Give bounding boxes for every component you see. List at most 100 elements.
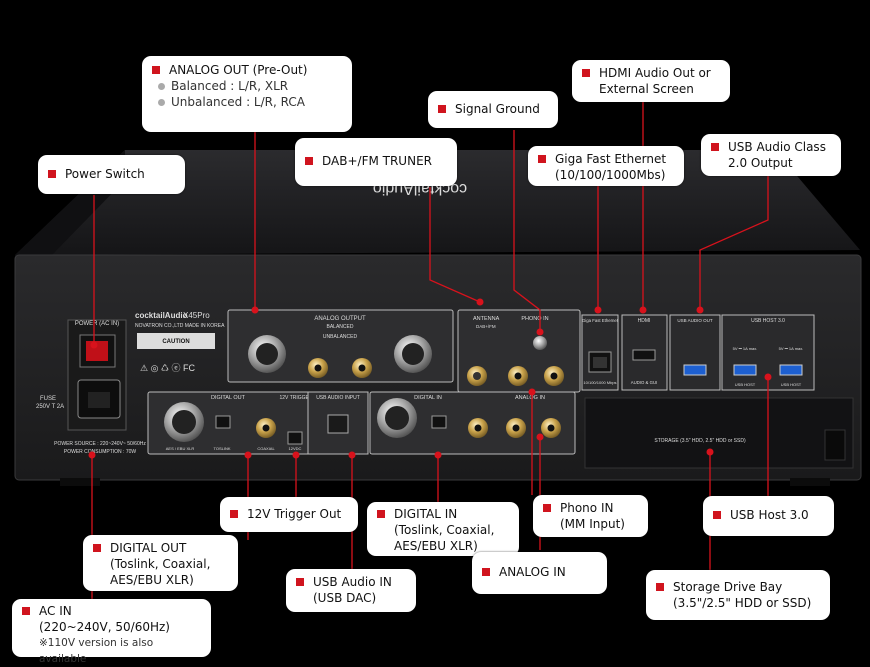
coaxial-small-label: COAXIAL	[257, 446, 275, 451]
analog-in-left-pin	[512, 424, 520, 432]
xlr-out-right-inner	[402, 343, 424, 365]
callout-ac-in: AC IN (220~240V, 50/60Hz) ※110V version is…	[12, 599, 211, 665]
usb-audio-out-port	[683, 364, 707, 376]
bullet-square	[711, 143, 719, 151]
bullet-square	[48, 170, 56, 178]
dab-fm-small-label: DAB+/FM	[476, 324, 496, 329]
callout-ac-in-title: AC IN	[39, 604, 72, 618]
callout-usb-host: USB Host 3.0	[703, 496, 834, 536]
callout-signal-ground-title: Signal Ground	[455, 102, 540, 116]
callout-usb-audio-in-line2: (USB DAC)	[313, 591, 377, 605]
callout-hdmi-line2: External Screen	[599, 82, 694, 96]
callout-storage-title: Storage Drive Bay	[673, 580, 783, 594]
callout-signal-ground: Signal Ground	[428, 91, 558, 128]
signal-ground-post	[533, 336, 547, 350]
phono-left-pin	[514, 372, 522, 380]
callout-storage-line2: (3.5"/2.5" HDD or SSD)	[673, 596, 812, 610]
power-switch-housing	[79, 334, 116, 368]
phono-in-small-label: PHONO IN	[521, 316, 548, 322]
callout-digital-out-title: DIGITAL OUT	[110, 541, 187, 555]
callout-dab-fm-title: DAB+/FM TRUNER	[322, 154, 432, 168]
hdmi-port	[632, 349, 656, 361]
callout-usb-audio-class-title: USB Audio Class	[728, 140, 826, 154]
callout-phono-in-line2: (MM Input)	[560, 517, 625, 531]
aes-small-label: AES / EBU XLR	[166, 446, 195, 451]
antenna-label: ANTENNA	[473, 316, 500, 322]
compliance-marks: ⚠ ◎ ♺ ⓔ FC	[140, 363, 195, 373]
bullet-square	[93, 544, 101, 552]
usb-host-small-label: USB HOST 3.0	[751, 318, 785, 324]
callout-ac-in-line2: (220~240V, 50/60Hz)	[39, 620, 170, 634]
bullet-square	[305, 157, 313, 165]
callout-usb-audio-in-title: USB Audio IN	[313, 575, 392, 589]
usb-host-port-a	[733, 364, 757, 376]
storage-bay	[584, 397, 854, 469]
giga-ethernet-small-label: Giga Fast Ethernet	[582, 318, 619, 323]
analog-output-panel	[227, 309, 454, 383]
callout-ethernet: Giga Fast Ethernet (10/100/1000Mbs)	[528, 146, 684, 186]
bullet-square	[296, 578, 304, 586]
callout-analog-out-line1: Balanced : L/R, XLR	[171, 79, 289, 93]
bullet-square	[656, 583, 664, 591]
digital-out-small-label: DIGITAL OUT	[211, 395, 246, 401]
analog-output-label: ANALOG OUTPUT	[314, 316, 366, 322]
usb-host-b-label: 5V ⎓ 1A max.	[779, 346, 804, 351]
callout-analog-out-title: ANALOG OUT (Pre-Out)	[169, 63, 308, 77]
rca-out-right-pin	[358, 364, 366, 372]
callout-usb-audio-in: USB Audio IN (USB DAC)	[286, 569, 416, 612]
callout-analog-in-title: ANALOG IN	[499, 565, 566, 579]
callout-digital-out: DIGITAL OUT(Toslink, Coaxial,AES/EBU XLR…	[83, 535, 238, 591]
power-consumption-label: POWER CONSUMPTION : 70W	[64, 449, 137, 455]
aes-in-connector-inner	[385, 406, 409, 430]
usb-audio-out-panel	[669, 314, 721, 391]
power-label: POWER (AC IN)	[75, 321, 119, 327]
callout-digital-in: DIGITAL IN(Toslink, Coaxial,AES/EBU XLR)	[367, 502, 519, 556]
toslink-small-label: TOSLINK	[213, 446, 230, 451]
bullet-dot	[158, 99, 165, 106]
usb-host-tag-a: USB HOST	[735, 382, 756, 387]
foot	[60, 478, 100, 486]
antenna-connector-core	[473, 372, 481, 380]
callout-hdmi-title: HDMI Audio Out or	[599, 66, 711, 80]
foot	[790, 478, 830, 486]
hdmi-sub-label: AUDIO & GUI	[631, 380, 658, 385]
bullet-square	[22, 607, 30, 615]
coaxial-in-pin	[474, 424, 482, 432]
usb-b-port	[327, 414, 349, 434]
usb-host-port-b	[779, 364, 803, 376]
callout-digital-in-line3: AES/EBU XLR)	[394, 539, 478, 553]
storage-bay-latch	[824, 429, 846, 461]
toslink-in-port	[431, 415, 447, 429]
callout-dab-fm: DAB+/FM TRUNER	[295, 138, 457, 186]
bullet-square	[582, 69, 590, 77]
bullet-square	[152, 66, 160, 74]
callout-digital-in-title: DIGITAL IN	[394, 507, 458, 521]
callout-trigger: 12V Trigger Out	[220, 497, 358, 532]
callout-storage: Storage Drive Bay (3.5"/2.5" HDD or SSD)	[646, 570, 830, 620]
callout-analog-in: ANALOG IN	[472, 552, 607, 594]
callout-phono-in: Phono IN(MM Input)	[533, 495, 648, 537]
bullet-dot	[158, 83, 165, 90]
callout-ethernet-title: Giga Fast Ethernet	[555, 152, 667, 166]
power-source-label: POWER SOURCE : 220~240V~ 50/60Hz	[54, 441, 146, 447]
caution-sticker	[137, 333, 215, 349]
bullet-square	[377, 510, 385, 518]
balanced-label: BALANCED	[327, 324, 354, 330]
trigger-small-label: 12V TRIGGER	[280, 395, 313, 401]
aes-out-connector-inner	[172, 410, 196, 434]
model-label: X45Pro	[183, 311, 210, 320]
dvc-small-label: 12VDC	[289, 446, 302, 451]
digital-in-small-label: DIGITAL IN	[414, 395, 442, 401]
toslink-out-port	[215, 415, 231, 429]
storage-small-label: STORAGE (3.5" HDD, 2.5" HDD or SSD)	[654, 438, 746, 444]
callout-hdmi: HDMI Audio Out or External Screen	[572, 60, 730, 102]
callout-ac-in-note: ※110V version is also available	[39, 637, 154, 665]
callout-power-switch-title: Power Switch	[65, 167, 145, 181]
callout-ethernet-line2: (10/100/1000Mbs)	[555, 168, 666, 182]
bullet-square	[543, 504, 551, 512]
usb-audio-input-small-label: USB AUDIO INPUT	[316, 395, 360, 401]
ethernet-speed-label: 10/100/1000 Mbps	[583, 380, 616, 385]
